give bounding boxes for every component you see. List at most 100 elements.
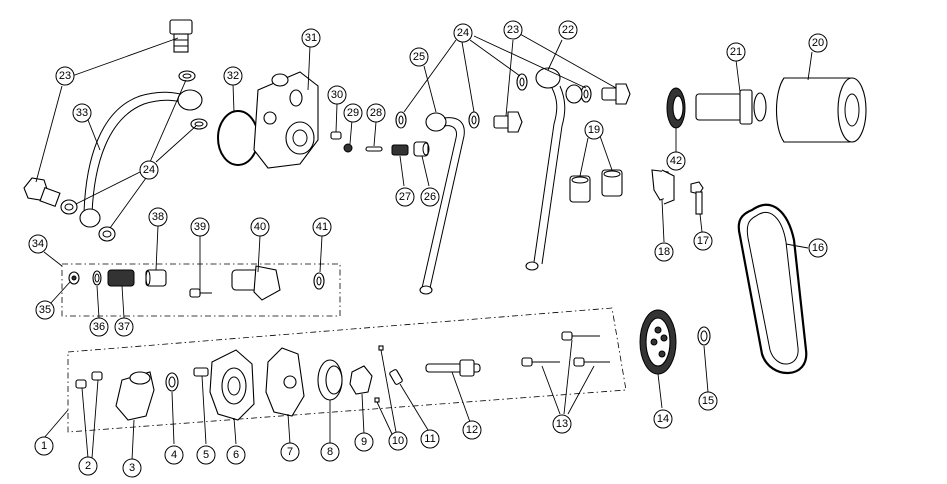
plunger-38 xyxy=(145,269,167,287)
oil-pipe-25 xyxy=(419,112,465,295)
oil-pump-housing xyxy=(253,71,319,169)
svg-text:4: 4 xyxy=(171,449,177,461)
svg-text:2: 2 xyxy=(85,460,91,472)
washer-35 xyxy=(68,271,80,285)
bolt-17 xyxy=(690,181,704,215)
callout-12: 12 xyxy=(462,420,482,440)
svg-text:12: 12 xyxy=(466,424,478,436)
svg-text:17: 17 xyxy=(697,235,709,247)
callout-24-center: 24 xyxy=(453,23,473,43)
bolt-13-c xyxy=(573,357,610,367)
svg-text:23: 23 xyxy=(59,70,71,82)
leader-lines xyxy=(35,33,813,461)
bushing-19-a xyxy=(569,175,591,203)
callout-39: 39 xyxy=(190,217,210,237)
banjo-bolt-left xyxy=(23,177,61,208)
bolt-2-a xyxy=(75,379,87,389)
callout-25: 25 xyxy=(409,47,429,67)
pin-11 xyxy=(389,369,403,385)
pump-shaft-12 xyxy=(425,359,481,377)
svg-text:37: 37 xyxy=(118,321,130,333)
callout-20: 20 xyxy=(808,33,828,53)
callout-26: 26 xyxy=(420,187,440,207)
svg-text:18: 18 xyxy=(658,246,670,258)
ball-29 xyxy=(343,143,353,153)
svg-text:16: 16 xyxy=(812,242,824,254)
callout-31: 31 xyxy=(301,28,321,48)
washer-left-c xyxy=(60,199,78,215)
callout-40: 40 xyxy=(250,217,270,237)
oil-filter-20 xyxy=(776,77,867,143)
svg-text:30: 30 xyxy=(331,89,343,101)
bushing-19-b xyxy=(601,169,623,197)
banjo-bolt-right xyxy=(601,83,631,105)
pin-10-a xyxy=(378,345,384,351)
oil-pipe-22 xyxy=(525,67,583,271)
svg-text:24: 24 xyxy=(143,164,155,176)
svg-text:8: 8 xyxy=(327,446,333,458)
svg-text:23: 23 xyxy=(507,24,519,36)
svg-text:34: 34 xyxy=(32,238,44,250)
callout-18: 18 xyxy=(654,242,674,262)
svg-text:27: 27 xyxy=(399,191,411,203)
bolt-13-a xyxy=(561,331,600,341)
chain-16 xyxy=(737,203,808,375)
callout-17: 17 xyxy=(693,231,713,251)
callout-21: 21 xyxy=(726,42,746,62)
callout-5: 5 xyxy=(196,445,216,465)
callout-4: 4 xyxy=(164,445,184,465)
callout-16: 16 xyxy=(808,238,828,258)
callout-35: 35 xyxy=(35,300,55,320)
svg-text:11: 11 xyxy=(424,433,435,445)
callout-1: 1 xyxy=(34,436,54,456)
washer-41 xyxy=(313,272,325,290)
svg-text:6: 6 xyxy=(233,449,239,461)
svg-text:38: 38 xyxy=(152,211,164,223)
callout-34: 34 xyxy=(28,234,48,254)
o-ring-4 xyxy=(165,372,179,392)
oil-pipe-left xyxy=(79,89,203,228)
callout-23-center: 23 xyxy=(503,20,523,40)
callout-2: 2 xyxy=(78,456,98,476)
bracket-18 xyxy=(651,169,675,205)
banjo-bolt-top xyxy=(169,19,193,53)
svg-text:9: 9 xyxy=(361,436,367,448)
callout-6: 6 xyxy=(226,445,246,465)
callout-19: 19 xyxy=(584,120,604,140)
callout-13: 13 xyxy=(552,414,572,434)
washer-center-c xyxy=(516,73,528,91)
svg-text:42: 42 xyxy=(670,155,682,167)
svg-text:29: 29 xyxy=(347,107,359,119)
svg-text:19: 19 xyxy=(588,124,600,136)
inner-rotor-9 xyxy=(349,365,373,395)
small-pin-30 xyxy=(330,131,342,140)
svg-text:35: 35 xyxy=(39,304,51,316)
callout-30: 30 xyxy=(327,85,347,105)
callout-41: 41 xyxy=(312,217,332,237)
svg-text:7: 7 xyxy=(287,446,293,458)
svg-text:22: 22 xyxy=(562,24,574,36)
callout-37: 37 xyxy=(114,317,134,337)
callout-32: 32 xyxy=(223,66,243,86)
bolt-5 xyxy=(193,367,209,377)
sprocket-14 xyxy=(639,309,677,375)
callout-42: 42 xyxy=(666,151,686,171)
callout-8: 8 xyxy=(320,442,340,462)
washer-left-a xyxy=(178,70,196,82)
callout-3: 3 xyxy=(122,458,142,478)
banjo-bolt-center xyxy=(493,111,523,133)
callout-9: 9 xyxy=(354,432,374,452)
svg-text:36: 36 xyxy=(93,321,105,333)
svg-text:1: 1 xyxy=(41,440,47,452)
o-ring-large xyxy=(217,110,259,166)
svg-text:10: 10 xyxy=(392,435,404,447)
outer-rotor-8 xyxy=(317,359,343,401)
washer-15 xyxy=(697,326,711,346)
svg-text:28: 28 xyxy=(370,107,382,119)
tensioner-40 xyxy=(231,265,281,301)
spring-27 xyxy=(391,144,409,156)
washer-left-d xyxy=(98,226,116,242)
svg-text:33: 33 xyxy=(76,107,88,119)
washer-center-d xyxy=(580,85,592,103)
